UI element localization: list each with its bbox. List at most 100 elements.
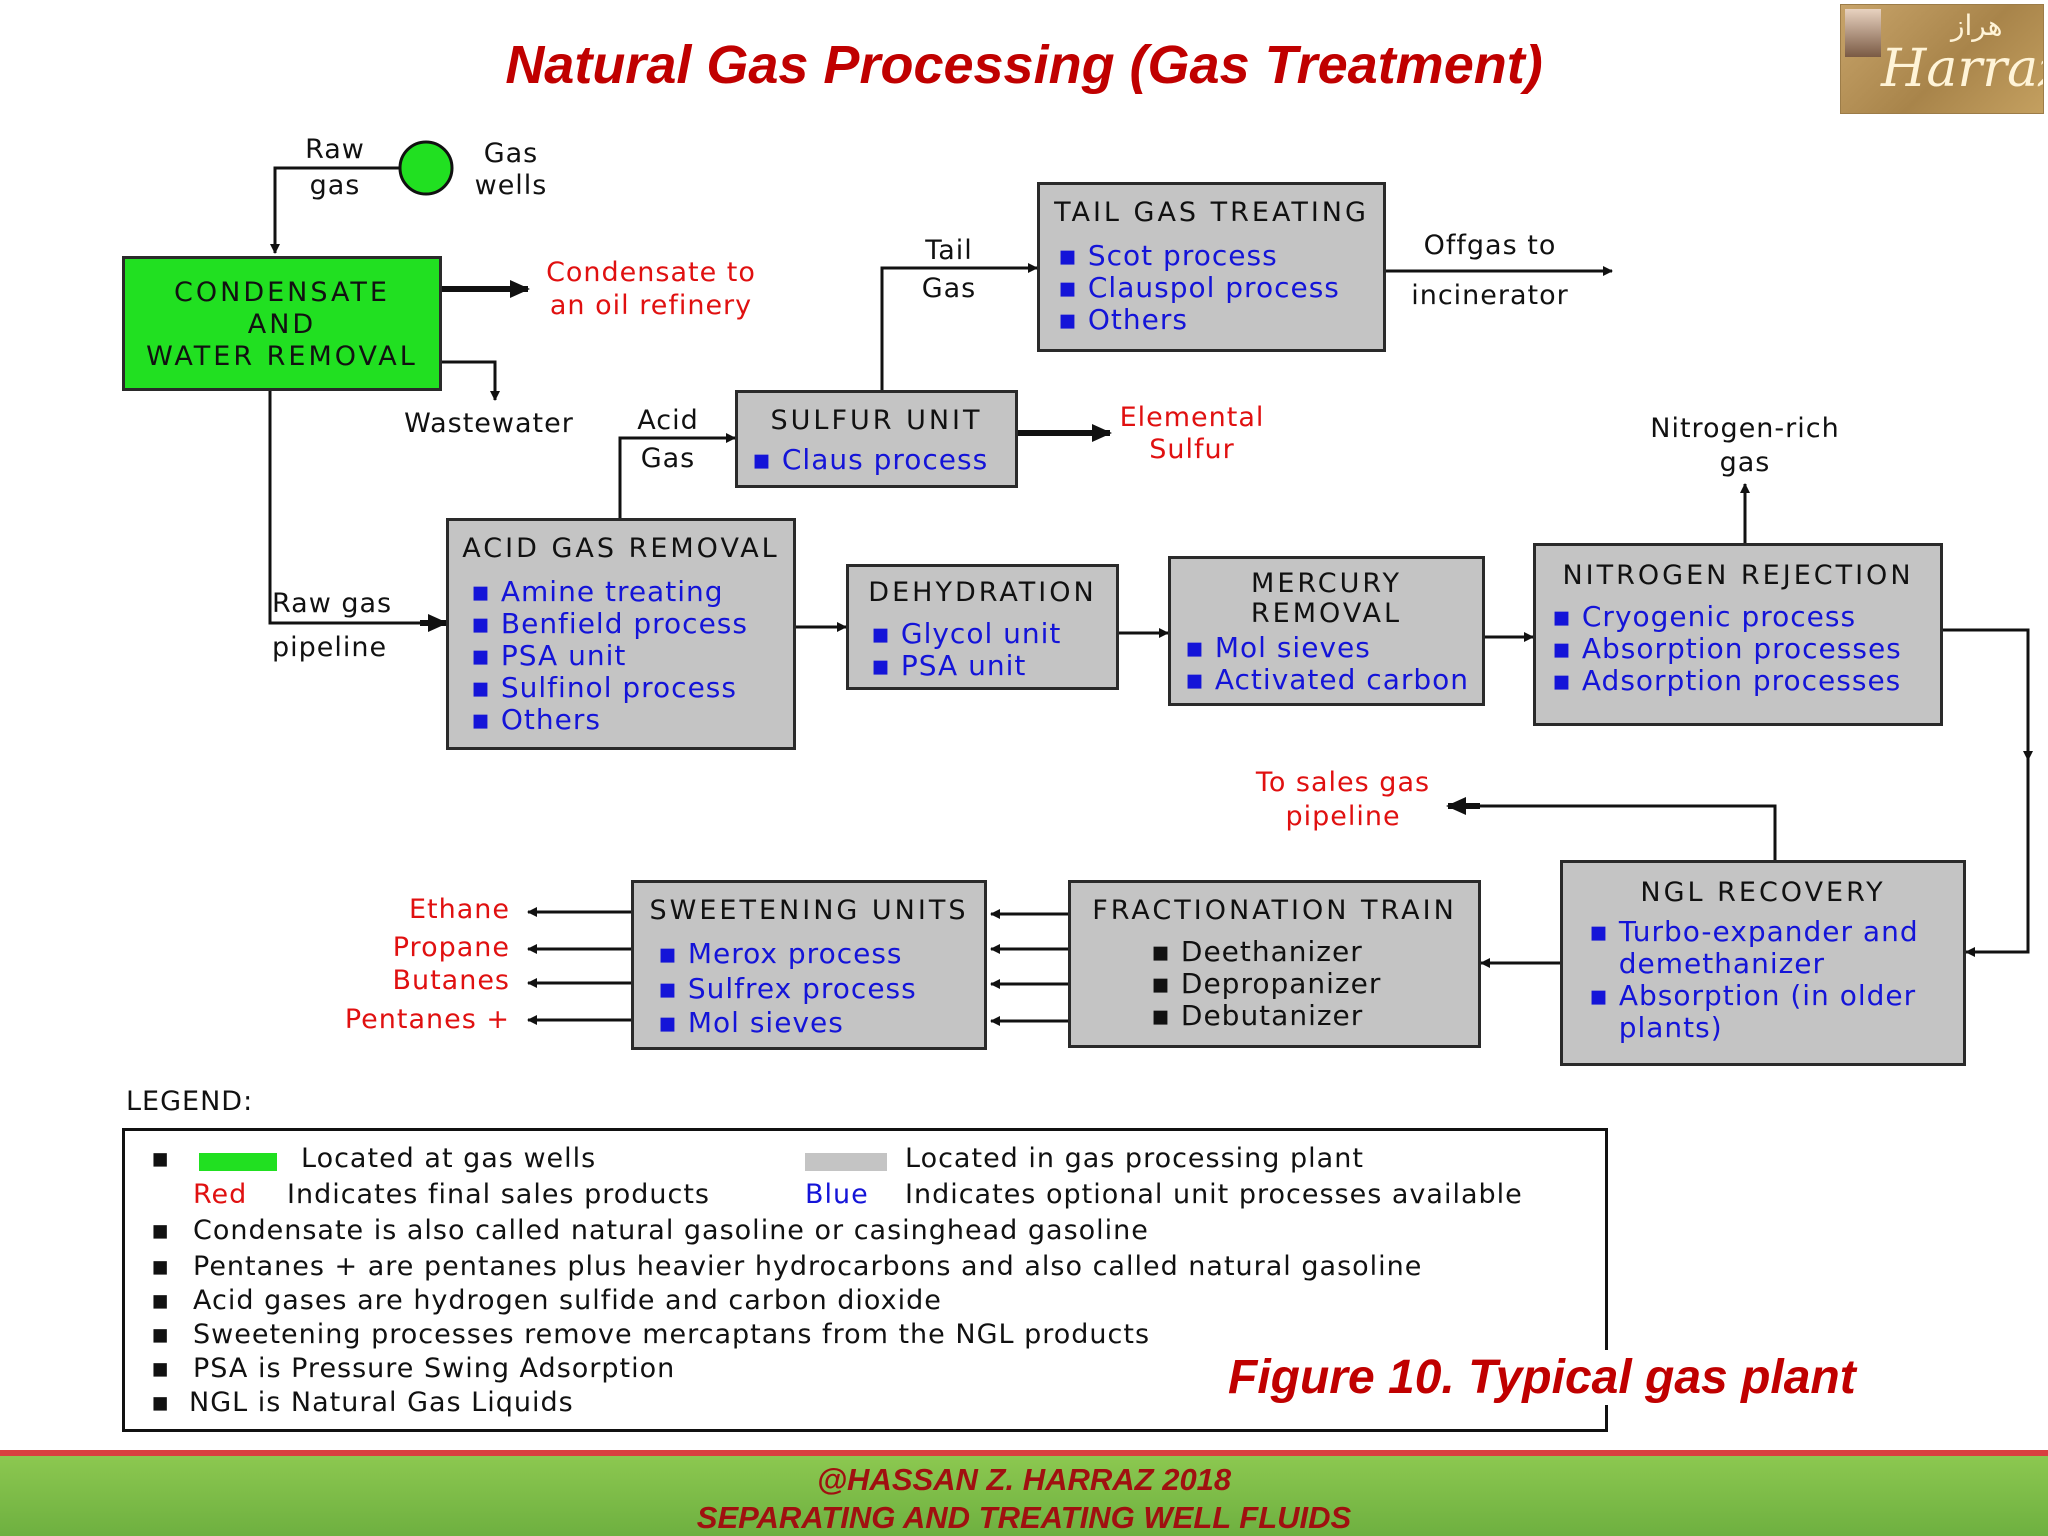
butanes-label: Butanes [392, 965, 510, 996]
ngl-recovery-item: demethanizer [1589, 947, 1826, 980]
bullet-icon: ▪ [151, 1215, 171, 1246]
legend-box: ▪ Located at gas wells Located in gas pr… [122, 1128, 1608, 1432]
tail-gas-title: TAIL GAS TREATING [1054, 197, 1369, 228]
condensate-water-removal-box: CONDENSATE AND WATER REMOVAL [122, 256, 442, 391]
gas-wells-label: Gas wells [474, 138, 548, 201]
raw-gas-pipeline-label: Raw gas pipeline [272, 588, 393, 663]
sweetening-title: SWEETENING UNITS [649, 895, 969, 926]
elemental-sulfur-label: Elemental Sulfur [1119, 402, 1265, 465]
bullet-icon: ▪ [151, 1251, 171, 1282]
acid-gas-item: ▪ PSA unit [471, 639, 627, 672]
legend-green-text: Located at gas wells [301, 1143, 597, 1174]
legend-heading: LEGEND: [126, 1086, 254, 1117]
legend-blue-word: Blue [805, 1179, 869, 1210]
tail-gas-item: ▪ Scot process [1058, 239, 1278, 272]
legend-note: Sweetening processes remove mercaptans f… [193, 1319, 1151, 1350]
line-nitrogen-to-ngl [1942, 628, 2030, 760]
legend-blue-text: Indicates optional unit processes availa… [905, 1179, 1523, 1210]
condensate-product-label: Condensate to an oil refinery [546, 257, 756, 321]
tail-gas-treating-box: TAIL GAS TREATING ▪ Scot process ▪ Claus… [1037, 182, 1386, 352]
tail-gas-item: ▪ Clauspol process [1058, 271, 1340, 304]
ngl-recovery-item: plants) [1589, 1011, 1723, 1044]
bullet-icon: ▪ [151, 1353, 171, 1384]
nitrogen-rich-gas-label: Nitrogen-rich gas [1650, 413, 1840, 478]
gray-swatch [805, 1153, 887, 1171]
nitrogen-rejection-item: ▪ Adsorption processes [1552, 664, 1902, 697]
page-title: Natural Gas Processing (Gas Treatment) [505, 35, 1543, 95]
line-acid-gas [618, 433, 736, 518]
fractionation-item: ▪ Debutanizer [1151, 999, 1364, 1032]
footer-line-1: @HASSAN Z. HARRAZ 2018 [816, 1462, 1232, 1497]
legend-note: PSA is Pressure Swing Adsorption [193, 1353, 676, 1384]
fractionation-title: FRACTIONATION TRAIN [1092, 895, 1457, 926]
line-tail-gas [880, 263, 1038, 390]
acid-gas-item: ▪ Benfield process [471, 607, 748, 640]
acid-gas-title: ACID GAS REMOVAL [462, 533, 780, 564]
acid-gas-item: ▪ Others [471, 703, 601, 736]
dehydration-item: ▪ PSA unit [871, 649, 1027, 682]
condensate-box-title: CONDENSATE AND WATER REMOVAL [146, 277, 418, 372]
line-raw-gas [270, 166, 400, 254]
incinerator-label: incinerator [1411, 280, 1569, 311]
legend-note: Pentanes + are pentanes plus heavier hyd… [193, 1251, 1423, 1282]
line-nitrogen-to-ngl-low [1965, 760, 2030, 957]
mercury-removal-box: MERCURY REMOVAL ▪ Mol sieves ▪ Activated… [1168, 556, 1485, 706]
nitrogen-rejection-item: ▪ Cryogenic process [1552, 600, 1857, 633]
footer-banner: @HASSAN Z. HARRAZ 2018 SEPARATING AND TR… [0, 1450, 2048, 1536]
fractionation-item: ▪ Deethanizer [1151, 935, 1363, 968]
bullet-icon: ▪ [151, 1285, 171, 1316]
green-swatch [199, 1153, 277, 1171]
pentanes-label: Pentanes + [344, 1004, 510, 1035]
legend-red-word: Red [193, 1179, 248, 1210]
tail-gas-item: ▪ Others [1058, 303, 1188, 336]
ngl-recovery-box: NGL RECOVERY ▪ Turbo-expander and demeth… [1560, 860, 1966, 1066]
mercury-removal-item: ▪ Mol sieves [1185, 631, 1371, 664]
line-raw-gas-pipeline [268, 390, 420, 625]
fractionation-train-box: FRACTIONATION TRAIN ▪ Deethanizer ▪ Depr… [1068, 880, 1481, 1048]
sweetening-units-box: SWEETENING UNITS ▪ Merox process ▪ Sulfr… [631, 880, 987, 1050]
footer-line-2: SEPARATING AND TREATING WELL FLUIDS [696, 1500, 1352, 1535]
harraz-logo: هراز Harraz [1840, 4, 2044, 114]
offgas-label: Offgas to [1423, 230, 1557, 261]
sales-gas-label: To sales gas pipeline [1255, 767, 1431, 832]
ngl-recovery-title: NGL RECOVERY [1640, 877, 1886, 908]
ethane-label: Ethane [408, 894, 510, 925]
ngl-recovery-item: ▪ Absorption (in older [1589, 979, 1917, 1012]
nitrogen-rejection-box: NITROGEN REJECTION ▪ Cryogenic process ▪… [1533, 543, 1943, 726]
acid-gas-label: Acid Gas [637, 405, 699, 474]
tail-gas-label: Tail Gas [921, 235, 977, 304]
line-sales-gas [1470, 804, 1777, 861]
wastewater-label: Wastewater [404, 408, 574, 439]
sweetening-item: ▪ Merox process [658, 937, 903, 970]
legend-note: NGL is Natural Gas Liquids [189, 1387, 574, 1418]
bullet-icon: ▪ [151, 1387, 171, 1418]
line-wastewater [441, 360, 500, 401]
dehydration-box: DEHYDRATION ▪ Glycol unit ▪ PSA unit [846, 564, 1119, 690]
sweetening-item: ▪ Mol sieves [658, 1006, 844, 1039]
logo-arabic-text: هراز [1951, 9, 2003, 42]
dehydration-item: ▪ Glycol unit [871, 617, 1062, 650]
author-photo [1845, 9, 1881, 57]
nitrogen-rejection-title: NITROGEN REJECTION [1562, 560, 1914, 591]
ngl-recovery-item: ▪ Turbo-expander and [1589, 915, 1919, 948]
figure-caption: Figure 10. Typical gas plant [1222, 1350, 1862, 1405]
mercury-removal-title: MERCURY REMOVAL [1250, 568, 1403, 629]
legend-note: Acid gases are hydrogen sulfide and carb… [193, 1285, 942, 1316]
gas-wells-circle [398, 140, 454, 196]
logo-script-text: Harraz [1881, 39, 2043, 99]
bullet-icon: ▪ [151, 1143, 171, 1174]
dehydration-title: DEHYDRATION [868, 577, 1097, 608]
propane-label: Propane [392, 932, 510, 963]
sulfur-unit-title: SULFUR UNIT [770, 405, 983, 436]
legend-red-text: Indicates final sales products [287, 1179, 710, 1210]
legend-note: Condensate is also called natural gasoli… [193, 1215, 1149, 1246]
nitrogen-rejection-item: ▪ Absorption processes [1552, 632, 1902, 665]
bullet-icon: ▪ [151, 1319, 171, 1350]
acid-gas-item: ▪ Sulfinol process [471, 671, 737, 704]
sulfur-unit-box: SULFUR UNIT ▪ Claus process [735, 390, 1018, 488]
acid-gas-item: ▪ Amine treating [471, 575, 724, 608]
sulfur-unit-item: ▪ Claus process [752, 443, 989, 476]
fractionation-item: ▪ Depropanizer [1151, 967, 1382, 1000]
acid-gas-removal-box: ACID GAS REMOVAL ▪ Amine treating ▪ Benf… [446, 518, 796, 750]
